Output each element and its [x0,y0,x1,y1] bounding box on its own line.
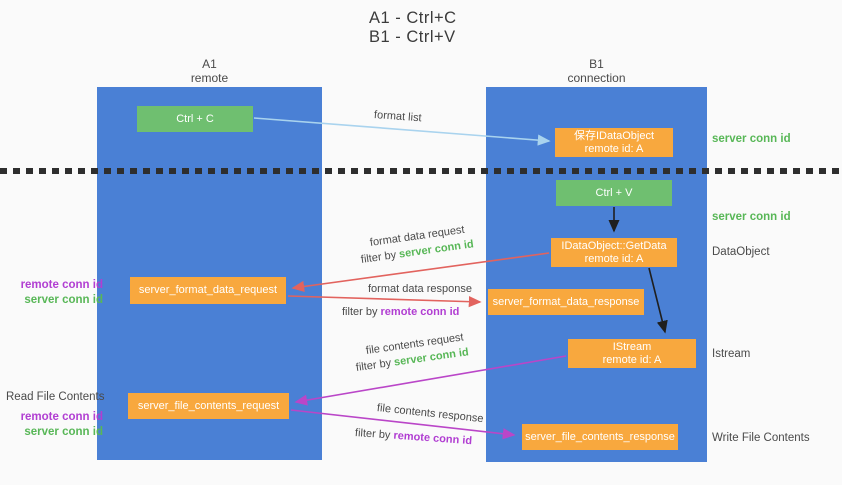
title-line-2: B1 - Ctrl+V [369,28,456,46]
remote-conn-id-text-2: remote conn id [380,306,460,318]
filter-by-remote-conn-id-label-2: filter by remote conn id [342,306,459,318]
column-header-a1: A1 remote [97,57,322,85]
remote-conn-id-text-4: remote conn id [393,429,473,448]
title-line-1: A1 - Ctrl+C [369,9,457,27]
server-file-contents-request-node: server_file_contents_request [128,393,289,419]
getdata-node: IDataObject::GetData remote id: A [551,238,677,267]
server-file-contents-response-node: server_file_contents_response [522,424,678,450]
diagram-title: A1 - Ctrl+C B1 - Ctrl+V [369,9,457,47]
server-format-data-response-label: server_format_data_response [492,295,640,308]
phase-divider-dotted-line [0,168,842,174]
getdata-line1: IDataObject::GetData [561,239,667,252]
filter-by-text-4: filter by [354,427,394,442]
server-conn-id-top-label: server conn id [712,133,791,145]
istream-line1: IStream [612,340,652,353]
format-conn-id-pair: remote conn id server conn id [0,278,103,308]
format-server-conn-id-label: server conn id [24,294,103,306]
format-list-label: format list [373,109,422,125]
save-idataobject-node: 保存IDataObject remote id: A [555,128,673,157]
read-file-contents-label: Read File Contents [6,391,105,403]
filter-by-text-1: filter by [360,248,400,266]
filter-by-remote-conn-id-label-4: filter by remote conn id [355,427,473,447]
istream-side-label: Istream [712,348,751,360]
file-contents-response-label: file contents response [376,402,485,426]
save-idataobject-line2: remote id: A [584,142,644,155]
istream-line2: remote id: A [602,353,662,366]
server-file-contents-request-label: server_file_contents_request [137,399,280,412]
file-server-conn-id-label: server conn id [24,426,103,438]
server-file-contents-response-label: server_file_contents_response [525,430,675,443]
write-file-contents-label: Write File Contents [712,432,810,444]
getdata-line2: remote id: A [584,252,644,265]
dataobject-label: DataObject [712,246,770,258]
column-a1-role: remote [190,71,229,85]
server-format-data-response-node: server_format_data_response [488,289,644,315]
file-remote-conn-id-label: remote conn id [20,411,103,423]
server-format-data-request-node: server_format_data_request [130,277,286,304]
format-remote-conn-id-label: remote conn id [20,279,103,291]
format-data-response-label: format data response [368,283,472,295]
filter-by-text-2: filter by [342,306,381,318]
ctrl-v-node: Ctrl + V [556,180,672,206]
column-b1-role: connection [567,71,626,85]
filter-by-text-3: filter by [355,356,395,374]
istream-node: IStream remote id: A [568,339,696,368]
ctrl-v-label: Ctrl + V [595,186,633,199]
ctrl-c-label: Ctrl + C [176,112,214,125]
column-a1-name: A1 [202,57,217,71]
column-header-b1: B1 connection [486,57,707,85]
column-b1-name: B1 [589,57,604,71]
ctrl-c-node: Ctrl + C [137,106,253,132]
file-conn-id-pair: remote conn id server conn id [0,410,103,440]
server-format-data-request-label: server_format_data_request [138,284,278,296]
save-idataobject-line1: 保存IDataObject [573,129,655,142]
server-conn-id-mid-label: server conn id [712,211,791,223]
